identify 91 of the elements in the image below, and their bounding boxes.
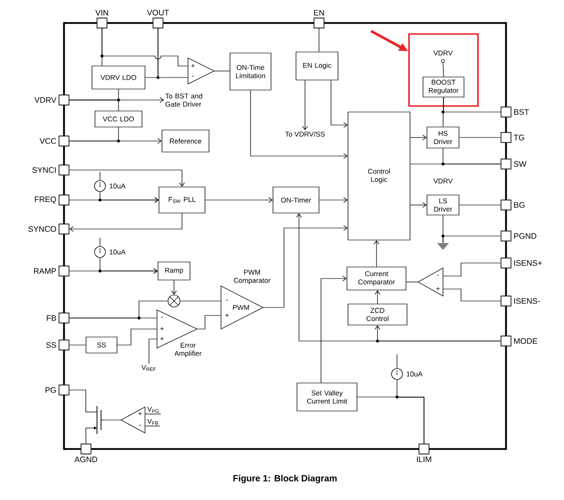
pin: FREQ <box>34 194 70 206</box>
pin: FB <box>46 312 70 324</box>
node-label: SS <box>46 342 56 348</box>
connector-line <box>442 288 501 302</box>
connector-line <box>148 338 158 364</box>
current-source <box>94 246 106 258</box>
pin: VDRV <box>34 94 70 106</box>
connector-line <box>214 70 230 72</box>
connector-line <box>442 97 444 127</box>
node-label: PG <box>46 387 56 393</box>
pin: PGND <box>500 230 536 242</box>
node-label: SYNCI <box>32 167 56 173</box>
connector-line <box>158 28 188 78</box>
node-label: EN <box>314 10 324 16</box>
node-label: VCC <box>40 138 56 144</box>
connector-line <box>117 328 158 346</box>
current-source <box>94 180 106 192</box>
node-label: FB <box>46 315 56 321</box>
arrow <box>302 80 308 130</box>
connector-line <box>442 236 501 244</box>
node-label: TG <box>514 134 524 140</box>
multiplier-circle <box>168 294 180 308</box>
pin: MODE <box>500 336 538 346</box>
connector-line <box>69 344 86 346</box>
pin: ILIM <box>416 444 432 462</box>
connector-line <box>69 100 119 111</box>
connector-line <box>196 315 222 330</box>
current-source <box>391 368 403 380</box>
node-label: VIN <box>95 10 108 16</box>
pin: PG <box>46 384 70 396</box>
arrow <box>100 192 159 203</box>
node-label: SYNCO <box>28 226 56 232</box>
pin: VOUT <box>146 10 169 28</box>
arrow <box>330 80 348 128</box>
arrow <box>410 202 427 208</box>
pin: SS <box>46 340 70 350</box>
connector-line <box>102 28 188 66</box>
pin: AGND <box>74 444 98 462</box>
figure-caption: Figure 1: Block Diagram <box>233 474 337 484</box>
node-label: VOUT <box>146 10 169 16</box>
pin: RAMP <box>34 266 70 276</box>
arrow <box>205 197 273 203</box>
node-label: FREQ <box>34 196 56 204</box>
arrow <box>410 134 427 140</box>
node-label: BST <box>514 109 529 115</box>
node-label: ISENS- <box>514 298 540 304</box>
pin: ISENS+ <box>500 258 542 268</box>
arrow <box>374 290 380 304</box>
connector-line <box>459 137 501 138</box>
node-label: SW <box>514 161 526 167</box>
pin: VIN <box>95 10 108 28</box>
connector-line <box>69 300 168 318</box>
pin: SYNCI <box>32 164 70 176</box>
node-label: PGND <box>514 233 536 239</box>
arrow <box>374 240 380 267</box>
node-label: VDRV <box>34 97 56 103</box>
arrow <box>69 170 185 187</box>
arrow <box>100 258 158 274</box>
arrow <box>69 213 182 232</box>
connector-line <box>442 262 501 276</box>
connector-line <box>396 354 398 368</box>
arrow <box>374 325 501 342</box>
pin: ISENS- <box>500 296 540 306</box>
arrow <box>319 197 348 203</box>
mosfet-drawing <box>86 406 104 434</box>
pin: EN <box>314 10 324 28</box>
pin: SYNCO <box>28 224 70 234</box>
connector-line <box>459 204 501 206</box>
connector-line <box>396 380 424 444</box>
node-label: ISENS+ <box>514 260 542 266</box>
arrow <box>171 280 177 295</box>
pin: BG <box>500 200 525 210</box>
connector-line <box>318 28 320 52</box>
node-label: ILIM <box>416 456 432 462</box>
node-label: RAMP <box>34 268 56 274</box>
pin: BST <box>500 106 529 118</box>
node-label: AGND <box>74 456 98 462</box>
connector-line <box>442 62 444 77</box>
node-label: BG <box>514 202 525 208</box>
connector-line <box>180 300 222 302</box>
pin: TG <box>500 132 524 143</box>
arrow <box>250 90 348 159</box>
arrow <box>69 138 162 144</box>
pin: SW <box>500 158 526 170</box>
connector-line <box>69 390 86 412</box>
arrow <box>262 225 348 308</box>
highlight-frame <box>408 33 479 107</box>
arrow <box>320 276 347 383</box>
pin: VCC <box>40 136 70 146</box>
ground-symbol <box>437 243 449 250</box>
node-label: MODE <box>514 338 538 344</box>
